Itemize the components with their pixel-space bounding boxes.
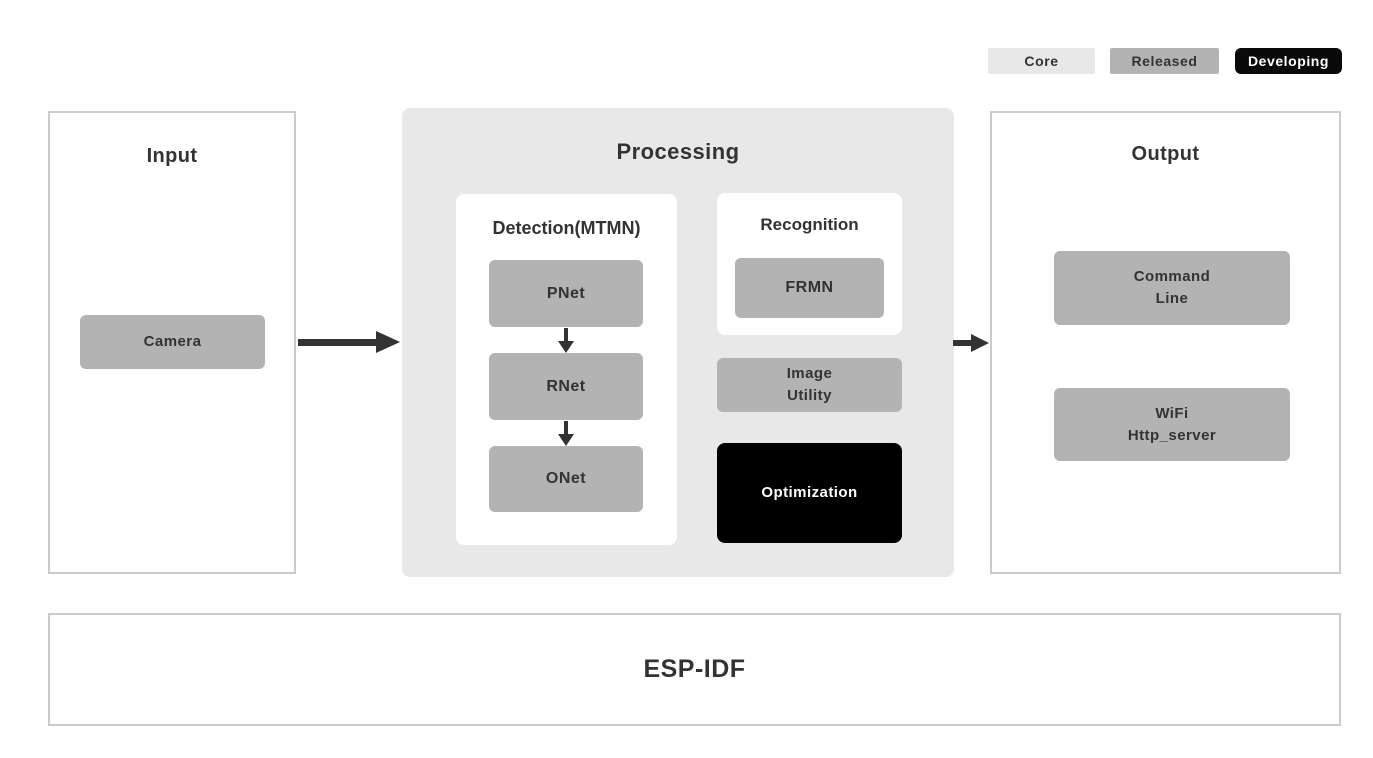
frmn-block: FRMN — [735, 258, 884, 318]
onet-block: ONet — [489, 446, 643, 512]
wifi-http-server-block: WiFi Http_server — [1054, 388, 1290, 461]
command-line-block: Command Line — [1054, 251, 1290, 325]
detection-title: Detection(MTMN) — [492, 218, 641, 238]
arrow-head-right-icon — [376, 331, 400, 353]
detection-subpanel: Detection(MTMN) PNet RNet ONet — [456, 194, 677, 545]
output-panel-title: Output — [1131, 143, 1200, 165]
arrow-line — [298, 339, 378, 346]
arrow-line — [953, 340, 973, 346]
espidf-panel: ESP-IDF — [48, 613, 1341, 726]
rnet-block: RNet — [489, 353, 643, 420]
image-utility-block: Image Utility — [717, 358, 902, 412]
legend-released-badge: Released — [1110, 48, 1219, 74]
espidf-title: ESP-IDF — [643, 655, 746, 683]
arrow-processing-to-output — [953, 334, 989, 352]
input-panel: Input Camera — [48, 111, 296, 574]
legend-core-badge: Core — [988, 48, 1095, 74]
recognition-subpanel: Recognition FRMN — [717, 193, 902, 335]
processing-panel: Processing Detection(MTMN) PNet RNet ONe… — [402, 108, 954, 577]
processing-panel-title: Processing — [616, 139, 740, 164]
input-panel-title: Input — [146, 145, 198, 167]
arrow-rnet-to-onet — [558, 421, 574, 446]
pnet-block: PNet — [489, 260, 643, 327]
arrow-head-down-icon — [558, 434, 574, 446]
arrow-line — [564, 328, 568, 341]
optimization-block: Optimization — [717, 443, 902, 543]
camera-block: Camera — [80, 315, 265, 369]
output-panel: Output Command Line WiFi Http_server — [990, 111, 1341, 574]
arrow-head-down-icon — [558, 341, 574, 353]
arrow-line — [564, 421, 568, 434]
arrow-pnet-to-rnet — [558, 328, 574, 353]
arrow-input-to-processing — [298, 331, 400, 353]
legend-developing-badge: Developing — [1235, 48, 1342, 74]
recognition-title: Recognition — [760, 215, 859, 234]
arrow-head-right-icon — [971, 334, 989, 352]
